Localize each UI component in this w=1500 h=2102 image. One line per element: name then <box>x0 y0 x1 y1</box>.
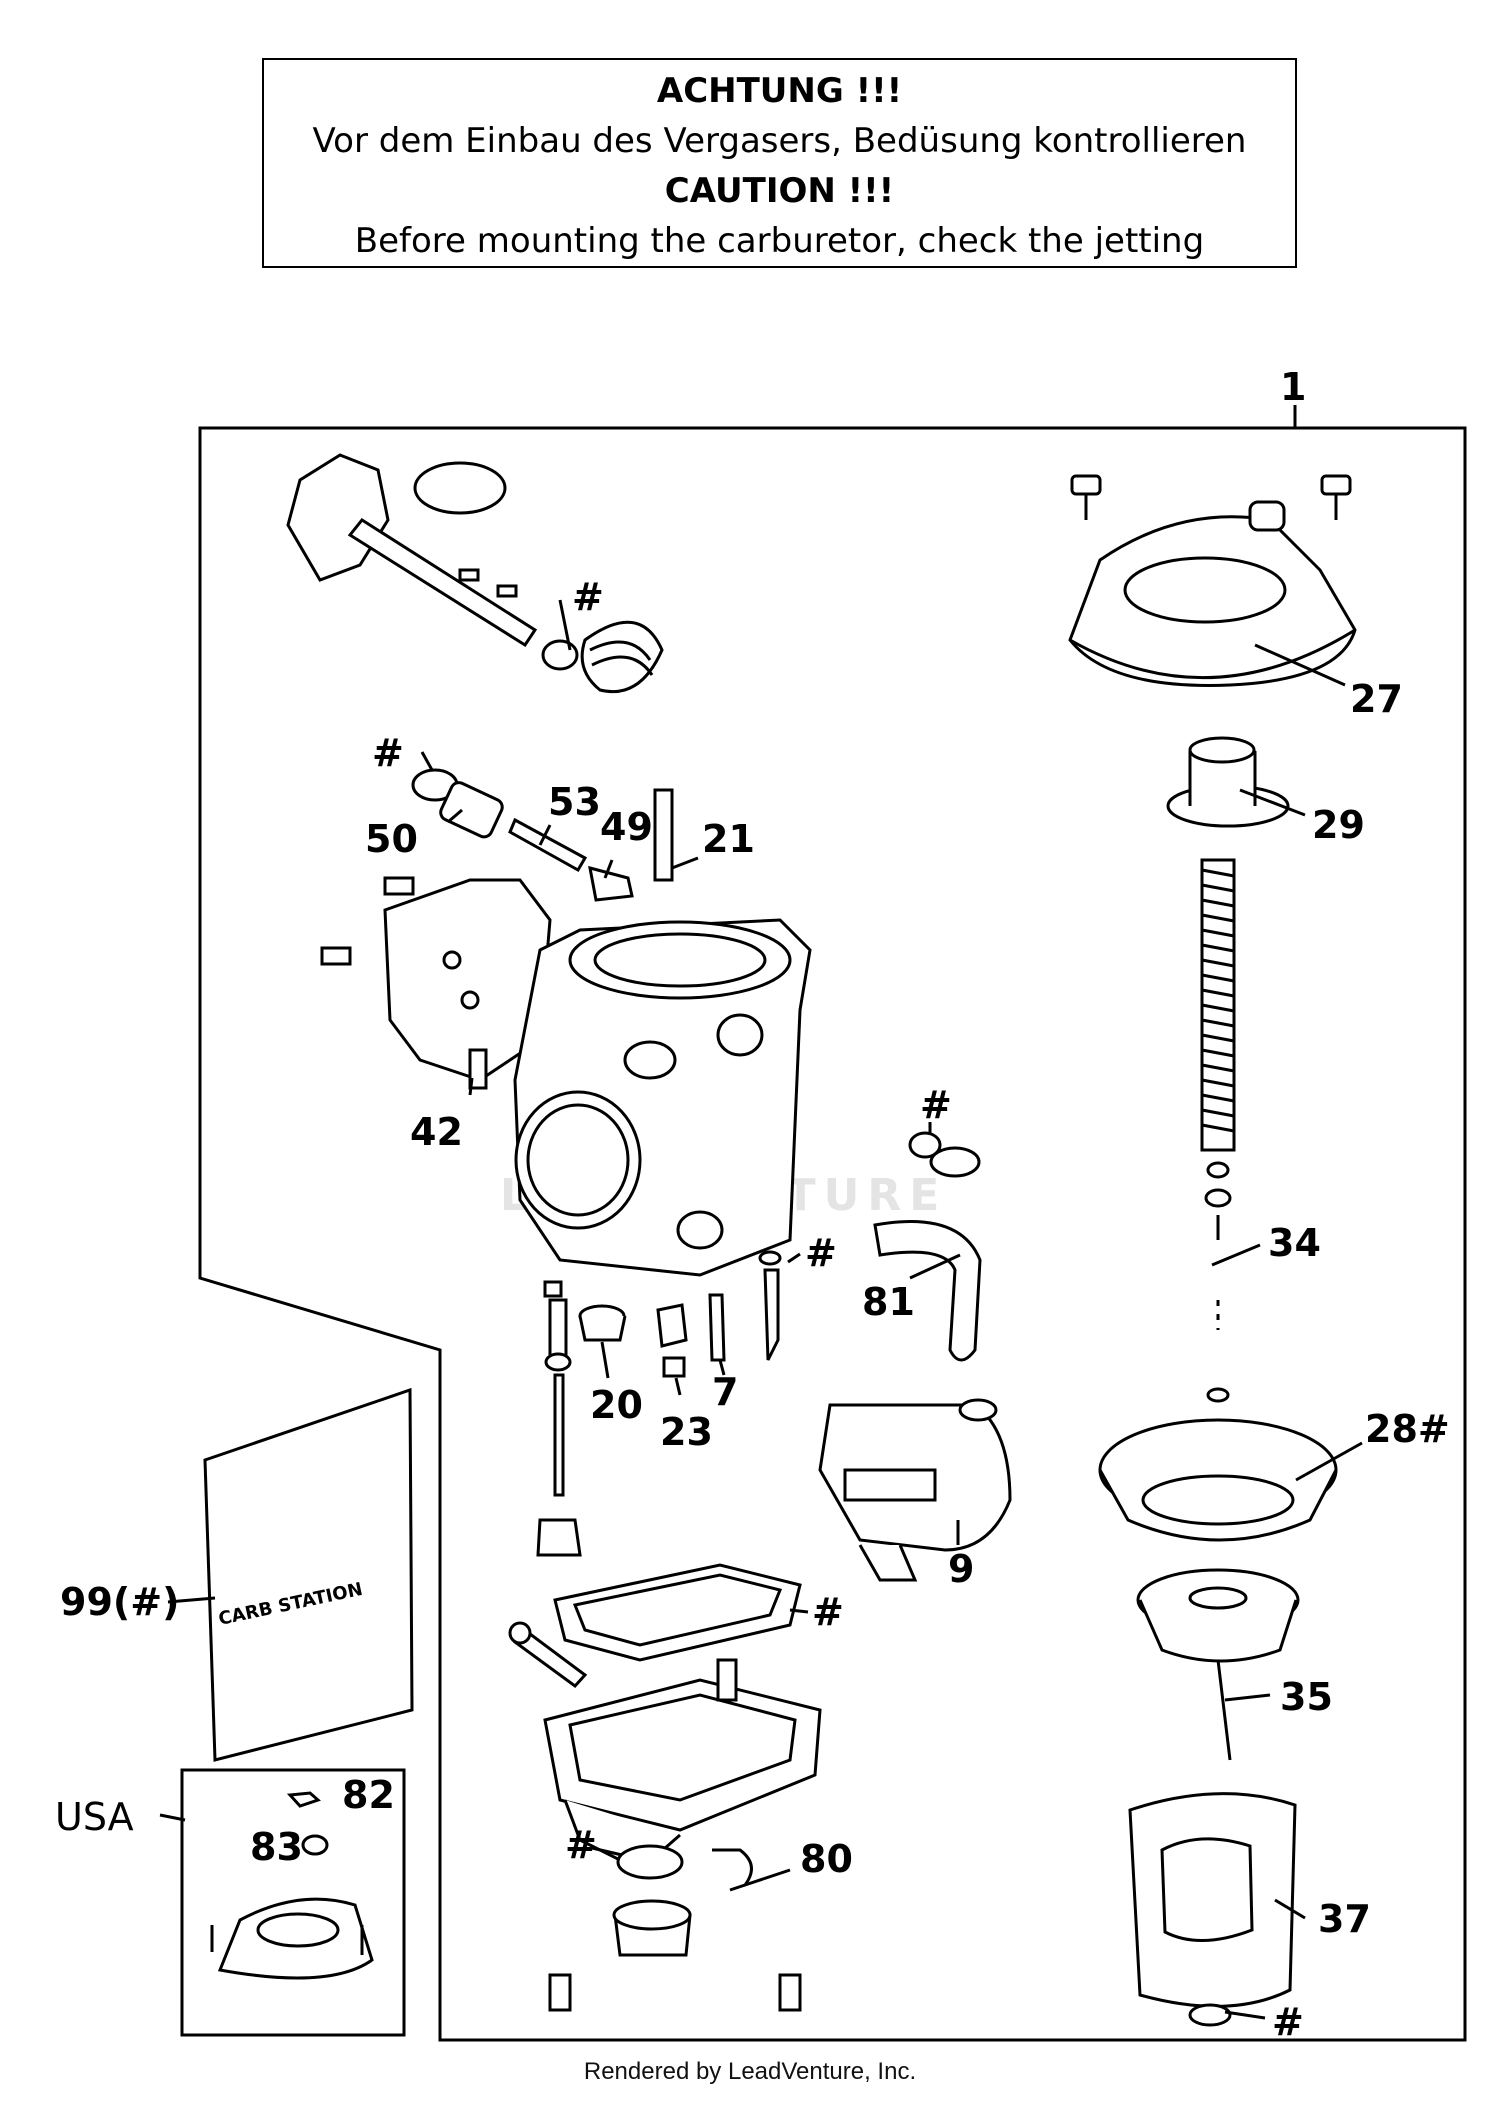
callout-7: 7 <box>712 1370 738 1414</box>
bracket-part <box>320 876 552 1090</box>
callout-35: 35 <box>1280 1675 1333 1719</box>
idle-screw-part <box>411 768 674 902</box>
jets-part <box>536 1250 782 1557</box>
callout-hash-bottom-right: # <box>1272 2000 1304 2044</box>
callout-82: 82 <box>342 1773 395 1817</box>
callout-hash-jet: # <box>805 1231 837 1275</box>
spring-part <box>1200 858 1236 1403</box>
drain-plug-part <box>548 1844 802 2012</box>
callout-42: 42 <box>410 1110 463 1154</box>
caution-notice: ACHTUNG !!! Vor dem Einbau des Vergasers… <box>262 58 1297 268</box>
gasket-part <box>553 1563 802 1662</box>
float-bowl-part <box>543 1658 822 1872</box>
callout-hash-gasket: # <box>812 1590 844 1634</box>
callout-hash-81: # <box>920 1083 952 1127</box>
caution-text-de: Vor dem Einbau des Vergasers, Bedüsung k… <box>312 121 1247 161</box>
callout-53: 53 <box>548 780 601 824</box>
hose-part <box>873 1131 982 1362</box>
callout-37: 37 <box>1318 1897 1371 1941</box>
diaphragm-part <box>1098 1418 1338 1542</box>
callout-80: 80 <box>800 1837 853 1881</box>
callout-hash-top: # <box>572 575 604 619</box>
callout-20: 20 <box>590 1383 643 1427</box>
float-part <box>818 1398 1012 1582</box>
callout-hash-oring: # <box>565 1823 597 1867</box>
caution-text-en: Before mounting the carburetor, check th… <box>354 221 1205 261</box>
callout-49: 49 <box>600 805 653 849</box>
callout-9: 9 <box>948 1547 974 1591</box>
callout-23: 23 <box>660 1410 713 1454</box>
caution-title-de: ACHTUNG !!! <box>656 71 903 111</box>
piston-part <box>1166 736 1290 828</box>
carburetor-body-part <box>513 918 812 1277</box>
throttle-shaft-part <box>286 453 664 694</box>
callout-hash-left: # <box>372 731 404 775</box>
callout-21: 21 <box>702 817 755 861</box>
usa-inset <box>180 1768 406 2037</box>
assembly-frame <box>198 405 1467 2042</box>
bowl-screw-part <box>508 1621 588 1689</box>
leader-lines <box>159 599 1363 2020</box>
chamber-cover-part <box>1068 474 1357 687</box>
callout-27: 27 <box>1350 677 1403 721</box>
callout-34: 34 <box>1268 1221 1321 1265</box>
callout-29: 29 <box>1312 803 1365 847</box>
needle-holder-part <box>1136 1568 1300 1761</box>
callout-83: 83 <box>250 1825 303 1869</box>
slide-body-part <box>1128 1792 1297 2027</box>
callout-81: 81 <box>862 1280 915 1324</box>
label-usa: USA <box>55 1795 134 1839</box>
callout-1: 1 <box>1280 365 1306 409</box>
footer-credit: Rendered by LeadVenture, Inc. <box>583 2058 917 2085</box>
callout-50: 50 <box>365 817 418 861</box>
carb-kit-bag-part: CARB STATION <box>203 1387 414 1762</box>
caution-title-en: CAUTION !!! <box>664 171 895 211</box>
callout-28: 28# <box>1365 1407 1450 1451</box>
callout-99: 99(#) <box>60 1580 179 1624</box>
